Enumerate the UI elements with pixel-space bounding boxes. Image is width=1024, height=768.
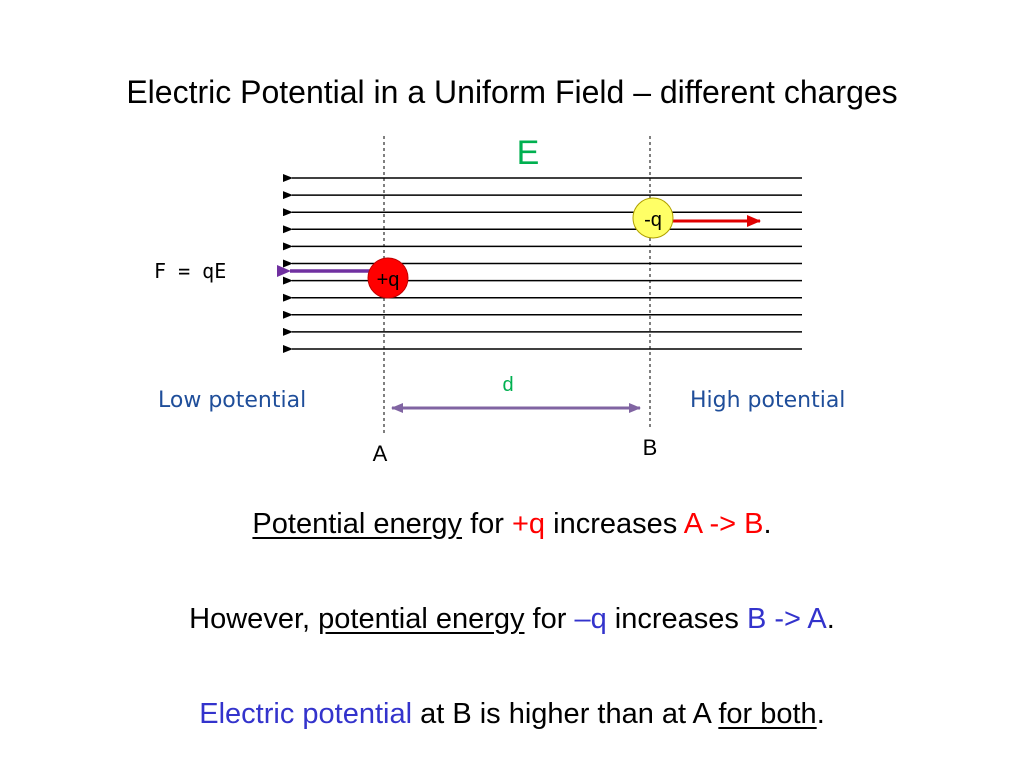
a-to-b-term: A -> B (683, 508, 764, 540)
statement-line-2: However, potential energy for –q increas… (0, 603, 1024, 636)
field-label-e: E (517, 134, 540, 172)
statement-line-3: Electric potential at B is higher than a… (0, 698, 1024, 731)
statement-line-1: Potential energy for +q increases A -> B… (0, 508, 1024, 541)
high-potential-label: High potential (690, 388, 845, 413)
line3-middle: at B is higher than at A (412, 698, 719, 730)
b-to-a-term: B -> A (746, 603, 827, 635)
line2-increases: increases (606, 603, 747, 635)
point-b-label: B (643, 435, 658, 460)
line1-for: for (462, 508, 512, 540)
line1-increases: increases (545, 508, 684, 540)
for-both-term: for both (718, 698, 817, 730)
distance-label: d (502, 374, 513, 396)
potential-energy-term-2: potential energy (318, 603, 525, 635)
potential-energy-term-1: Potential energy (252, 508, 463, 540)
positive-charge (367, 257, 409, 299)
line2-however: However, (189, 603, 319, 635)
slide-title: Electric Potential in a Uniform Field – … (126, 74, 898, 110)
line2-period: . (826, 603, 835, 635)
negative-charge-label: -q (644, 209, 662, 231)
uniform-field-diagram: E F = qE +q -q d Low potential High pote… (154, 134, 845, 466)
electric-potential-term: Electric potential (199, 698, 413, 730)
positive-q-term: +q (511, 508, 546, 540)
line2-for: for (524, 603, 575, 635)
field-lines (283, 174, 802, 353)
negative-q-term: –q (574, 603, 607, 635)
force-label: F = qE (154, 259, 226, 283)
line3-period: . (816, 698, 825, 730)
negative-charge (632, 197, 674, 239)
point-a-label: A (373, 441, 388, 466)
positive-charge-label: +q (377, 269, 400, 291)
line1-period: . (763, 508, 772, 540)
low-potential-label: Low potential (158, 388, 306, 413)
